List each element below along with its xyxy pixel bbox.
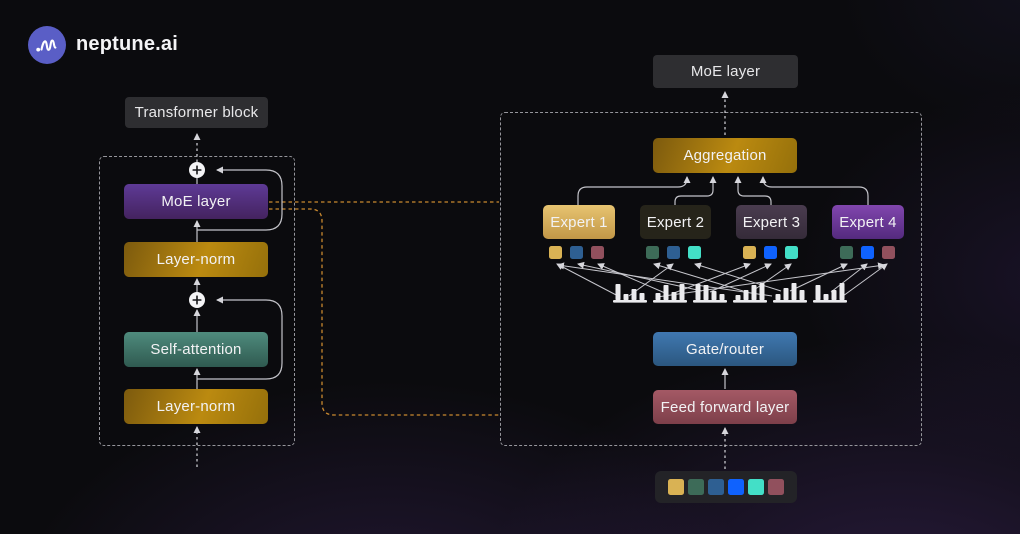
residual-add-icons — [189, 162, 205, 308]
expert-2-block: Expert 2 — [640, 205, 711, 239]
self-attention-block: Self-attention — [124, 332, 268, 367]
token-square-maroon — [882, 246, 895, 259]
token-square-blue — [861, 246, 874, 259]
expert-4-token-squares — [840, 246, 895, 259]
expert-3-token-squares — [743, 246, 798, 259]
input-token-cyan — [748, 479, 764, 495]
token-square-maroon — [591, 246, 604, 259]
routing-assignment-lines — [556, 261, 888, 298]
moe-layer-block: MoE layer — [124, 184, 268, 219]
layer-norm-bottom-block: Layer-norm — [124, 389, 268, 424]
gate-router-block: Gate/router — [653, 332, 797, 366]
input-token-gold — [668, 479, 684, 495]
token-square-cyan — [785, 246, 798, 259]
right-flow-lines — [577, 176, 869, 389]
expert-3-block: Expert 3 — [736, 205, 807, 239]
token-square-gold — [743, 246, 756, 259]
moe-layer-boundary — [500, 112, 922, 446]
expert-4-block: Expert 4 — [832, 205, 904, 239]
expert-1-block: Expert 1 — [543, 205, 615, 239]
moe-layer-title-label: MoE layer — [653, 55, 798, 88]
aggregation-block: Aggregation — [653, 138, 797, 173]
dashed-flow-arrows — [193, 91, 729, 469]
input-token-strip — [655, 471, 797, 503]
left-flow-lines — [193, 166, 283, 389]
brand-name: neptune.ai — [76, 33, 179, 55]
expert-2-token-squares — [646, 246, 701, 259]
feed-forward-block: Feed forward layer — [653, 390, 797, 424]
token-square-green — [840, 246, 853, 259]
token-square-green — [646, 246, 659, 259]
token-square-gold — [549, 246, 562, 259]
token-square-steel — [667, 246, 680, 259]
input-token-blue — [728, 479, 744, 495]
moe-zoom-link-lines — [269, 201, 499, 416]
wave-icon — [36, 39, 57, 52]
token-square-blue — [764, 246, 777, 259]
expert-1-token-squares — [549, 246, 604, 259]
neptune-logo-icon — [28, 26, 66, 64]
token-histogram-icons — [613, 283, 847, 303]
token-square-steel — [570, 246, 583, 259]
input-token-green — [688, 479, 704, 495]
transformer-block-label: Transformer block — [125, 97, 268, 128]
token-square-cyan — [688, 246, 701, 259]
input-token-steel — [708, 479, 724, 495]
layer-norm-top-block: Layer-norm — [124, 242, 268, 277]
input-token-maroon — [768, 479, 784, 495]
